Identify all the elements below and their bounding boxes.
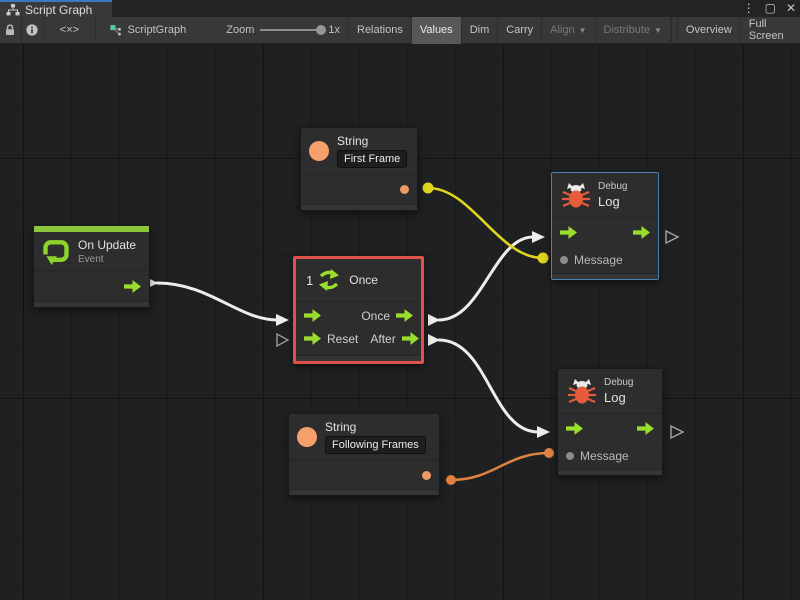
node-footer bbox=[552, 273, 658, 279]
tab-label: Script Graph bbox=[25, 2, 93, 17]
node-string-first[interactable]: String First Frame bbox=[300, 127, 418, 211]
node-string-following[interactable]: String Following Frames bbox=[288, 413, 440, 496]
distribute-button[interactable]: Distribute ▼ bbox=[596, 16, 671, 44]
once-cycle-icon bbox=[319, 269, 340, 291]
window-controls: ⋮ ▢ ✕ bbox=[743, 0, 796, 17]
node-title: String bbox=[325, 420, 357, 434]
node-subtitle: Event bbox=[78, 253, 104, 265]
code-brackets-icon: <×> bbox=[59, 24, 80, 36]
node-footer bbox=[558, 469, 662, 475]
node-on-update[interactable]: On Update Event bbox=[33, 225, 150, 308]
info-button[interactable] bbox=[22, 16, 44, 44]
once-count: 1 bbox=[306, 272, 314, 288]
zoom-slider-track[interactable] bbox=[260, 25, 327, 35]
node-debug-log-top[interactable]: Debug Log Message bbox=[551, 172, 659, 280]
maximize-icon[interactable]: ▢ bbox=[764, 1, 776, 15]
tab-script-graph[interactable]: Script Graph bbox=[0, 0, 112, 17]
distribute-label: Distribute bbox=[603, 24, 650, 36]
fullscreen-label: Full Screen bbox=[748, 18, 784, 42]
inspect-button[interactable]: <×> bbox=[44, 16, 96, 44]
relations-button[interactable]: Relations bbox=[348, 16, 412, 44]
once-flow-input-port[interactable] bbox=[304, 309, 321, 322]
node-footer bbox=[296, 355, 421, 361]
debug-flow-output-port[interactable] bbox=[637, 421, 654, 435]
message-input-port[interactable] bbox=[566, 451, 574, 460]
string-output-port[interactable] bbox=[400, 185, 409, 194]
dim-label: Dim bbox=[469, 24, 490, 36]
script-graph-asset-icon bbox=[110, 24, 121, 36]
node-category: Debug bbox=[598, 181, 628, 192]
message-label: Message bbox=[574, 252, 623, 267]
once-output-port[interactable] bbox=[396, 309, 413, 322]
node-footer bbox=[301, 204, 417, 210]
chevron-down-icon: ▼ bbox=[654, 25, 662, 35]
align-button[interactable]: Align ▼ bbox=[542, 16, 596, 44]
info-icon bbox=[26, 24, 39, 36]
event-color-strip bbox=[34, 226, 149, 232]
zoom-slider[interactable] bbox=[260, 25, 327, 35]
graph-toolbar: <×> ScriptGraph Zoom 1x Relations Values… bbox=[0, 16, 800, 44]
string-output-port[interactable] bbox=[422, 470, 431, 480]
after-output-port[interactable] bbox=[401, 332, 419, 345]
bug-icon bbox=[568, 379, 596, 404]
zoom-label: Zoom bbox=[226, 24, 255, 36]
node-title: String bbox=[337, 134, 369, 148]
message-label: Message bbox=[580, 448, 629, 463]
debug-flow-input-port[interactable] bbox=[560, 225, 577, 239]
node-debug-log-bottom[interactable]: Debug Log Message bbox=[557, 368, 663, 476]
node-title: On Update bbox=[78, 237, 137, 252]
values-button[interactable]: Values bbox=[411, 16, 462, 44]
string-value-field[interactable]: First Frame bbox=[337, 150, 408, 168]
string-type-icon bbox=[297, 427, 317, 447]
values-label: Values bbox=[419, 24, 453, 36]
node-category: Debug bbox=[604, 377, 634, 388]
node-once[interactable]: 1 Once Once Reset After bbox=[293, 256, 424, 364]
bug-icon bbox=[562, 183, 590, 208]
debug-flow-output-port[interactable] bbox=[633, 225, 650, 239]
graph-name-label: ScriptGraph bbox=[127, 24, 187, 36]
lock-icon bbox=[6, 24, 15, 35]
string-value-field[interactable]: Following Frames bbox=[325, 436, 426, 454]
relations-label: Relations bbox=[357, 24, 403, 36]
chevron-down-icon: ▼ bbox=[578, 25, 587, 35]
tab-bar: Script Graph ⋮ ▢ ✕ bbox=[0, 0, 800, 17]
reset-input-port[interactable] bbox=[304, 332, 321, 345]
onupdate-flow-output-port[interactable] bbox=[124, 279, 141, 293]
zoom-value: 1x bbox=[328, 24, 340, 36]
node-footer bbox=[34, 301, 149, 307]
overview-label: Overview bbox=[685, 24, 732, 36]
align-label: Align bbox=[550, 24, 575, 36]
graph-tree-icon bbox=[6, 3, 20, 15]
string-type-icon bbox=[309, 141, 329, 161]
node-title: Once bbox=[349, 273, 378, 287]
window-menu-icon[interactable]: ⋮ bbox=[742, 1, 755, 15]
node-title: Log bbox=[604, 390, 626, 405]
after-output-label: After bbox=[370, 331, 396, 346]
lock-button[interactable] bbox=[0, 16, 22, 44]
reset-label: Reset bbox=[327, 331, 359, 346]
carry-label: Carry bbox=[506, 24, 534, 36]
zoom-slider-handle[interactable] bbox=[316, 25, 327, 35]
dim-button[interactable]: Dim bbox=[462, 16, 499, 44]
on-update-loop-icon bbox=[43, 240, 69, 265]
once-output-label: Once bbox=[361, 308, 390, 323]
overview-button[interactable]: Overview bbox=[676, 16, 741, 44]
carry-button[interactable]: Carry bbox=[498, 16, 543, 44]
message-input-port[interactable] bbox=[560, 255, 568, 264]
node-title: Log bbox=[598, 194, 620, 209]
debug-flow-input-port[interactable] bbox=[566, 421, 583, 435]
fullscreen-button[interactable]: Full Screen bbox=[741, 17, 800, 44]
close-icon[interactable]: ✕ bbox=[785, 1, 796, 15]
node-footer bbox=[289, 489, 439, 495]
